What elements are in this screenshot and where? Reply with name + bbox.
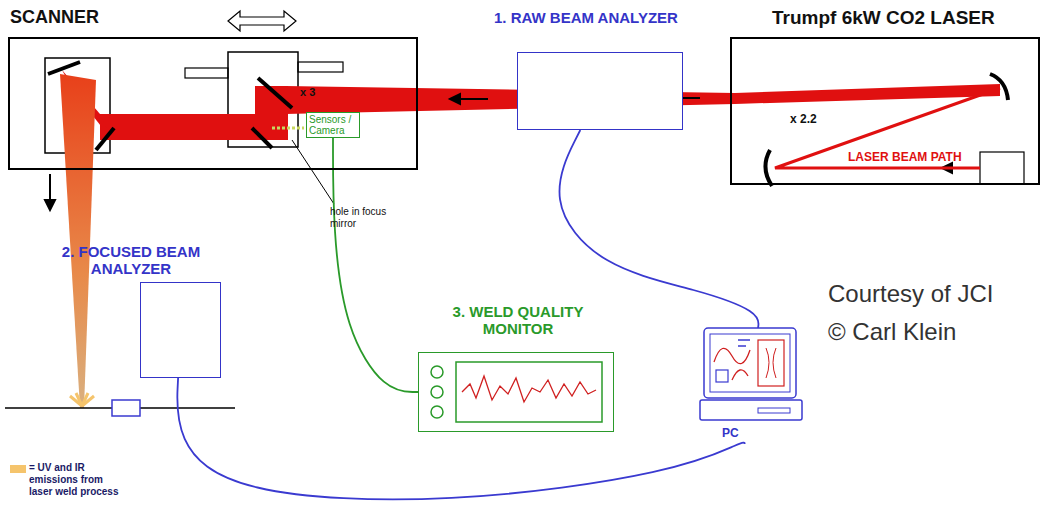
monitor-box: 3. WELD QUALITY MONITOR: [418, 352, 614, 432]
node-heading: 3. WELD QUALITY MONITOR: [433, 303, 603, 338]
monitor-screen: [456, 362, 602, 422]
credit-text: © Carl Klein: [828, 318, 956, 346]
mirror: [96, 128, 114, 150]
beam-path-label: LASER BEAM PATH: [848, 150, 962, 164]
focused-beam: [60, 74, 96, 408]
laser-beam: [735, 84, 1000, 104]
callout-label: hole in focus mirror: [330, 206, 406, 229]
node-heading: 2. FOCUSED BEAM ANALYZER: [46, 243, 216, 278]
sensor-box: Sensors / Camera: [306, 112, 360, 138]
weld-signal: [462, 376, 596, 402]
sensor-view: [272, 127, 304, 130]
node-label: Sensors / Camera: [309, 114, 357, 136]
node-heading: SCANNER: [10, 7, 99, 28]
mirror: [258, 78, 292, 108]
rail: [185, 68, 228, 78]
mirror: [48, 62, 80, 74]
data-cable: [177, 378, 744, 499]
monitor-knobs: [431, 366, 443, 418]
node-heading: Trumpf 6kW CO2 LASER: [772, 7, 995, 29]
sensor-cable: [333, 138, 418, 392]
curved-mirror: [765, 150, 772, 186]
node-heading: PC: [722, 426, 739, 440]
move-arrow: [228, 11, 296, 31]
computer: PC: [700, 328, 802, 444]
magnification-label: x 2.2: [790, 112, 817, 126]
scanner-housing: Sensors / CameraSCANNER: [8, 37, 418, 170]
credit-text: Courtesy of JCI: [828, 280, 993, 308]
pc-icon: [700, 328, 802, 420]
laser-source: [980, 152, 1024, 184]
leader-line: [292, 140, 334, 204]
weld-emissions: [70, 393, 94, 406]
legend-swatch: [10, 465, 26, 473]
curved-mirror: [990, 74, 1008, 100]
beam-arrow: [45, 93, 970, 210]
legend-text: = UV and IR emissions from laser weld pr…: [29, 462, 127, 498]
magnification-label: x 3: [300, 86, 315, 98]
analyzer-box: 2. FOCUSED BEAM ANALYZER: [140, 282, 221, 378]
legend-entry: = UV and IR emissions from laser weld pr…: [10, 462, 127, 498]
analyzer-probe: [112, 400, 140, 416]
data-cable: [559, 130, 758, 328]
mirror: [252, 128, 272, 148]
rail: [298, 62, 343, 72]
node-heading: 1. RAW BEAM ANALYZER: [494, 9, 678, 26]
analyzer-box: 1. RAW BEAM ANALYZER: [517, 52, 683, 130]
